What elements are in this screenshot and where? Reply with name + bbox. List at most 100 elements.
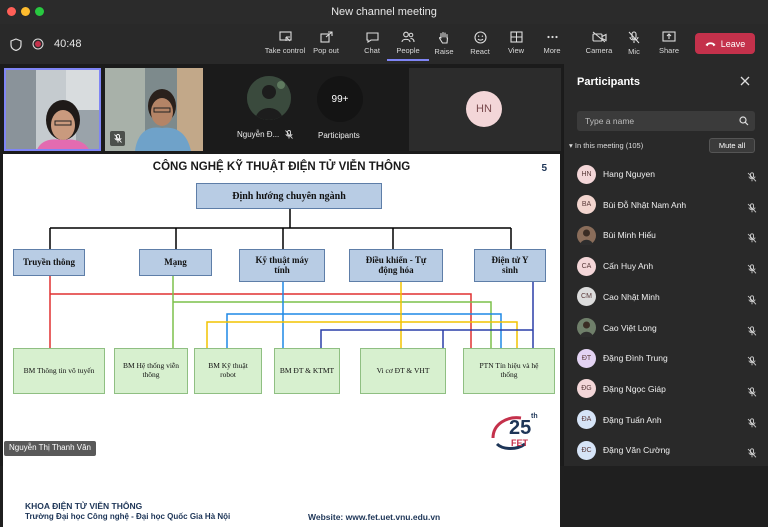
participant-row[interactable]: ĐC Đặng Văn Cường [577, 439, 757, 461]
window-controls[interactable] [7, 7, 44, 16]
window-titlebar: New channel meeting [0, 0, 768, 24]
chat-button[interactable]: Chat [351, 27, 393, 61]
view-button[interactable]: View [495, 27, 537, 61]
avatar: ĐT [577, 348, 596, 368]
avatar: ĐC [577, 440, 596, 460]
take-control-icon [278, 31, 292, 42]
slide-footer-website: Website: www.fet.uet.vnu.edu.vn [308, 512, 441, 522]
avatar: CA [577, 256, 596, 276]
search-placeholder: Type a name [585, 116, 635, 126]
raise-hand-button[interactable]: Raise [423, 27, 465, 61]
lab-node-5: Vi cơ ĐT & VHT [360, 348, 446, 394]
raise-hand-icon [439, 31, 449, 44]
branch-node-5: Điện tử Y sinh [474, 249, 546, 282]
mic-off-icon [747, 415, 757, 428]
camera-button[interactable]: Camera [578, 27, 620, 61]
meeting-toolbar: 40:48 Take control Pop out Chat People R… [0, 24, 768, 64]
slide-number: 5 [541, 163, 547, 174]
participant-row[interactable]: Bùi Minh Hiếu [577, 224, 757, 246]
avatar [577, 225, 596, 245]
mic-off-icon [747, 261, 757, 274]
react-button[interactable]: React [459, 27, 501, 61]
participant-label: Nguyễn Đ... [237, 130, 294, 139]
mute-all-button[interactable]: Mute all [709, 138, 755, 153]
shared-slide: CÔNG NGHỆ KỸ THUẬT ĐIỆN TỬ VIỄN THÔNG 5 … [3, 154, 560, 527]
mic-off-icon [747, 323, 757, 336]
svg-text:th: th [531, 413, 538, 420]
people-icon [401, 31, 415, 43]
mic-button[interactable]: Mic [613, 27, 655, 61]
mic-off-icon [747, 353, 757, 366]
zoom-window-button[interactable] [35, 7, 44, 16]
minimize-window-button[interactable] [21, 7, 30, 16]
avatar [247, 76, 291, 120]
close-panel-button[interactable] [740, 75, 750, 89]
participant-name: Cao Việt Long [603, 322, 657, 333]
pop-out-button[interactable]: Pop out [305, 27, 347, 61]
branch-node-1: Truyền thông [13, 249, 85, 276]
more-dots-icon [546, 35, 558, 39]
participant-name: Cao Nhật Minh [603, 291, 660, 302]
more-button[interactable]: More [531, 27, 573, 61]
mic-off-icon [747, 292, 757, 305]
participant-row[interactable]: Cao Việt Long [577, 317, 757, 339]
participant-name: Đặng Văn Cường [603, 445, 671, 456]
leave-button[interactable]: Leave [695, 33, 755, 54]
avatar: BA [577, 195, 596, 215]
branch-node-3: Kỹ thuật máy tính [239, 249, 325, 282]
close-window-button[interactable] [7, 7, 16, 16]
svg-text:25: 25 [509, 417, 531, 439]
mic-off-icon [628, 31, 640, 44]
window-title: New channel meeting [331, 6, 437, 18]
participant-name: Nguyễn Đ... [237, 130, 280, 139]
mic-off-icon [747, 445, 757, 458]
root-node: Định hướng chuyên ngành [196, 183, 382, 209]
panel-title: Participants [577, 76, 640, 88]
avatar: ĐG [577, 379, 596, 399]
anniversary-logo-icon: 25 th FET [491, 413, 538, 450]
video-tile-hn[interactable]: HN [409, 68, 561, 151]
call-timer: 40:48 [54, 38, 82, 50]
participant-row[interactable]: BA Bùi Đỗ Nhật Nam Anh [577, 194, 757, 216]
share-screen-icon [662, 31, 676, 42]
video-tile-1[interactable] [4, 68, 101, 151]
participant-name: Đặng Tuấn Anh [603, 414, 662, 425]
search-input[interactable]: Type a name [577, 111, 755, 131]
participant-row[interactable]: CM Cao Nhật Minh [577, 286, 757, 308]
avatar: HN [466, 91, 502, 127]
lab-node-6: PTN Tín hiệu và hệ thống [463, 348, 555, 394]
view-grid-icon [509, 31, 523, 43]
mic-off-icon [747, 200, 757, 213]
fet-25th-logo: 25 th FET [487, 404, 547, 454]
phone-hangup-icon [705, 41, 716, 46]
branch-node-2: Mạng [139, 249, 212, 276]
lab-node-1: BM Thông tin vô tuyến [13, 348, 105, 394]
participant-name: Bùi Đỗ Nhật Nam Anh [603, 199, 687, 210]
mic-off-icon [747, 384, 757, 397]
video-tile-2[interactable] [105, 68, 203, 151]
in-meeting-section-toggle[interactable]: ▾ In this meeting (105) [569, 141, 643, 150]
close-icon [740, 76, 750, 86]
share-button[interactable]: Share [648, 27, 690, 61]
search-icon [739, 116, 749, 126]
mic-off-icon [285, 130, 294, 139]
chat-icon [365, 32, 379, 43]
muted-badge [110, 131, 125, 146]
avatar: CM [577, 287, 596, 307]
smiley-icon [473, 31, 487, 44]
mic-off-icon [113, 134, 122, 143]
people-button[interactable]: People [387, 27, 429, 61]
lab-node-3: BM Kỹ thuật robot [194, 348, 262, 394]
shield-icon[interactable] [10, 37, 22, 51]
video-feed-image [6, 70, 99, 149]
recording-icon [32, 38, 44, 50]
take-control-button[interactable]: Take control [263, 27, 307, 61]
video-tile-3[interactable]: Nguyễn Đ... [207, 68, 307, 151]
participants-panel: Participants Type a name ▾ In this meeti… [563, 64, 768, 466]
overflow-participants-tile[interactable]: 99+ Participants [308, 68, 406, 151]
